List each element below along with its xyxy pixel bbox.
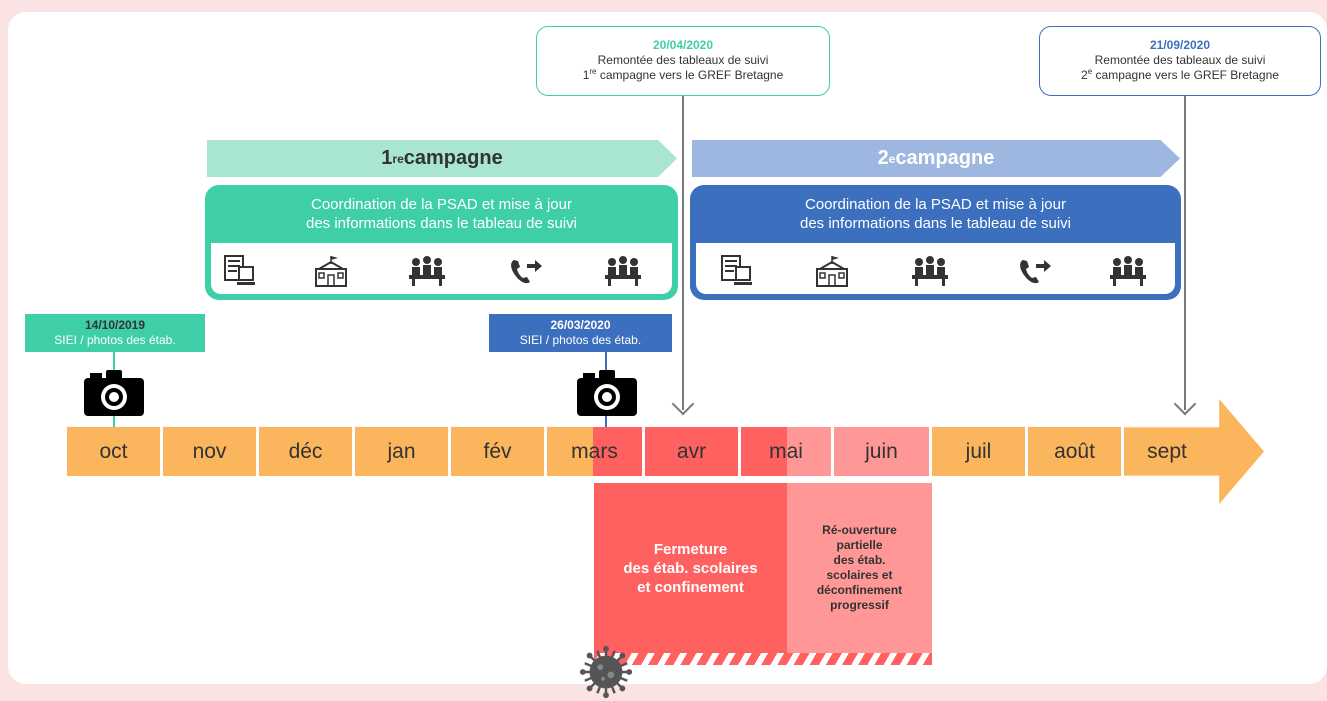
month-nov: nov xyxy=(163,427,256,476)
month-fev: fév xyxy=(451,427,544,476)
lockdown-line2: des étab. scolaires xyxy=(623,559,758,577)
phone-forward-icon xyxy=(511,260,542,284)
campaign-sup: e xyxy=(888,151,896,166)
month-oct: oct xyxy=(67,427,160,476)
lockdown-line1: Fermeture xyxy=(653,540,728,558)
stamp-text: SIEI / photos des étab. xyxy=(54,333,176,347)
task-line1: Coordination de la PSAD et mise à jour xyxy=(805,196,1066,213)
callout-date: 20/04/2020 xyxy=(652,38,714,52)
phone-forward-icon xyxy=(1020,260,1051,284)
school-building-icon xyxy=(816,256,848,287)
virus-icon xyxy=(579,645,633,699)
lockdown-line3: et confinement xyxy=(637,578,744,596)
task-line2: des informations dans le tableau de suiv… xyxy=(800,215,1071,232)
callout-line2-sup: e xyxy=(1087,67,1093,76)
month-label: fév xyxy=(483,439,512,463)
reopening-line2: partielle xyxy=(836,538,883,552)
stamp-text: SIEI / photos des étab. xyxy=(519,333,642,347)
meeting-icon xyxy=(912,256,948,286)
callout-line2-text: campagne vers le GREF Bretagne xyxy=(596,68,784,82)
campaign-number: 1 xyxy=(381,147,393,169)
month-juil: juil xyxy=(932,427,1025,476)
task-box-header: Coordination de la PSAD et mise à jour de… xyxy=(205,185,678,243)
month-label: juil xyxy=(965,439,992,463)
stamp-date: 14/10/2019 xyxy=(84,318,146,332)
month-label: nov xyxy=(192,439,227,463)
month-juin: juin xyxy=(834,427,929,476)
meeting-icon xyxy=(605,256,641,286)
month-label: mars xyxy=(571,439,618,463)
month-dec: déc xyxy=(259,427,352,476)
task-box-header: Coordination de la PSAD et mise à jour de… xyxy=(690,185,1181,243)
month-label: jan xyxy=(387,439,416,463)
callout-line2-text: campagne vers le GREF Bretagne xyxy=(1092,68,1279,82)
callout-second-campaign-report: 21/09/2020 Remontée des tableaux de suiv… xyxy=(1039,26,1321,96)
callout-line1: Remontée des tableaux de suivi xyxy=(597,53,769,67)
month-label: juin xyxy=(865,439,898,463)
month-avr: avr xyxy=(645,427,738,476)
month-label: août xyxy=(1054,439,1095,463)
lockdown-period: Fermeture des étab. scolaires et confine… xyxy=(594,483,787,653)
hazard-stripe xyxy=(594,653,932,665)
meeting-icon xyxy=(409,256,445,286)
callout-date: 21/09/2020 xyxy=(1149,38,1211,52)
reopening-line4: scolaires et xyxy=(826,568,893,582)
stamp-first-photos: 14/10/2019 SIEI / photos des étab. xyxy=(25,314,205,352)
callout-first-pointer xyxy=(682,96,684,410)
reopening-highlight-mai xyxy=(787,427,831,476)
campaign-word: campagne xyxy=(403,147,503,169)
callout-line1: Remontée des tableaux de suivi xyxy=(1094,53,1266,67)
month-mai: mai xyxy=(741,427,831,476)
stamp-date: 26/03/2020 xyxy=(550,318,611,332)
camera-icon xyxy=(84,370,144,416)
document-computer-icon xyxy=(224,255,255,285)
callout-line2-num: 1 xyxy=(582,68,590,82)
campaign-number: 2 xyxy=(877,147,889,169)
callout-first-campaign-report: 20/04/2020 Remontée des tableaux de suiv… xyxy=(536,26,830,96)
callout-second-pointer xyxy=(1184,96,1186,410)
reopening-line6: progressif xyxy=(830,598,889,612)
month-label: oct xyxy=(99,439,128,463)
task-line2: des informations dans le tableau de suiv… xyxy=(306,215,577,232)
month-label: déc xyxy=(288,439,323,463)
lockdown-highlight-mai xyxy=(741,427,787,476)
month-aout: août xyxy=(1028,427,1121,476)
document-computer-icon xyxy=(721,255,752,285)
campaign-sup: re xyxy=(392,151,404,166)
callout-line2-num: 2 xyxy=(1081,68,1088,82)
callout-line2-sup: re xyxy=(589,67,597,76)
camera-icon xyxy=(577,370,637,416)
reopening-line1: Ré-ouverture xyxy=(822,523,897,537)
campaign-word: campagne xyxy=(895,147,995,169)
reopening-period: Ré-ouverture partielle des étab. scolair… xyxy=(787,483,932,653)
task-line1: Coordination de la PSAD et mise à jour xyxy=(311,196,572,213)
task-box-icons xyxy=(211,243,672,294)
reopening-line5: déconfinement xyxy=(816,583,903,597)
task-box-first: Coordination de la PSAD et mise à jour de… xyxy=(205,185,678,300)
stamp-second-photos: 26/03/2020 SIEI / photos des étab. xyxy=(489,314,672,352)
task-box-icons xyxy=(696,243,1175,294)
task-box-second: Coordination de la PSAD et mise à jour de… xyxy=(690,185,1181,300)
month-label: avr xyxy=(676,439,707,463)
month-jan: jan xyxy=(355,427,448,476)
reopening-line3: des étab. xyxy=(833,553,886,567)
school-building-icon xyxy=(315,256,347,287)
month-label: mai xyxy=(769,439,803,463)
month-mars: mars xyxy=(547,427,642,476)
month-label: sept xyxy=(1147,439,1187,463)
meeting-icon xyxy=(1110,256,1146,286)
